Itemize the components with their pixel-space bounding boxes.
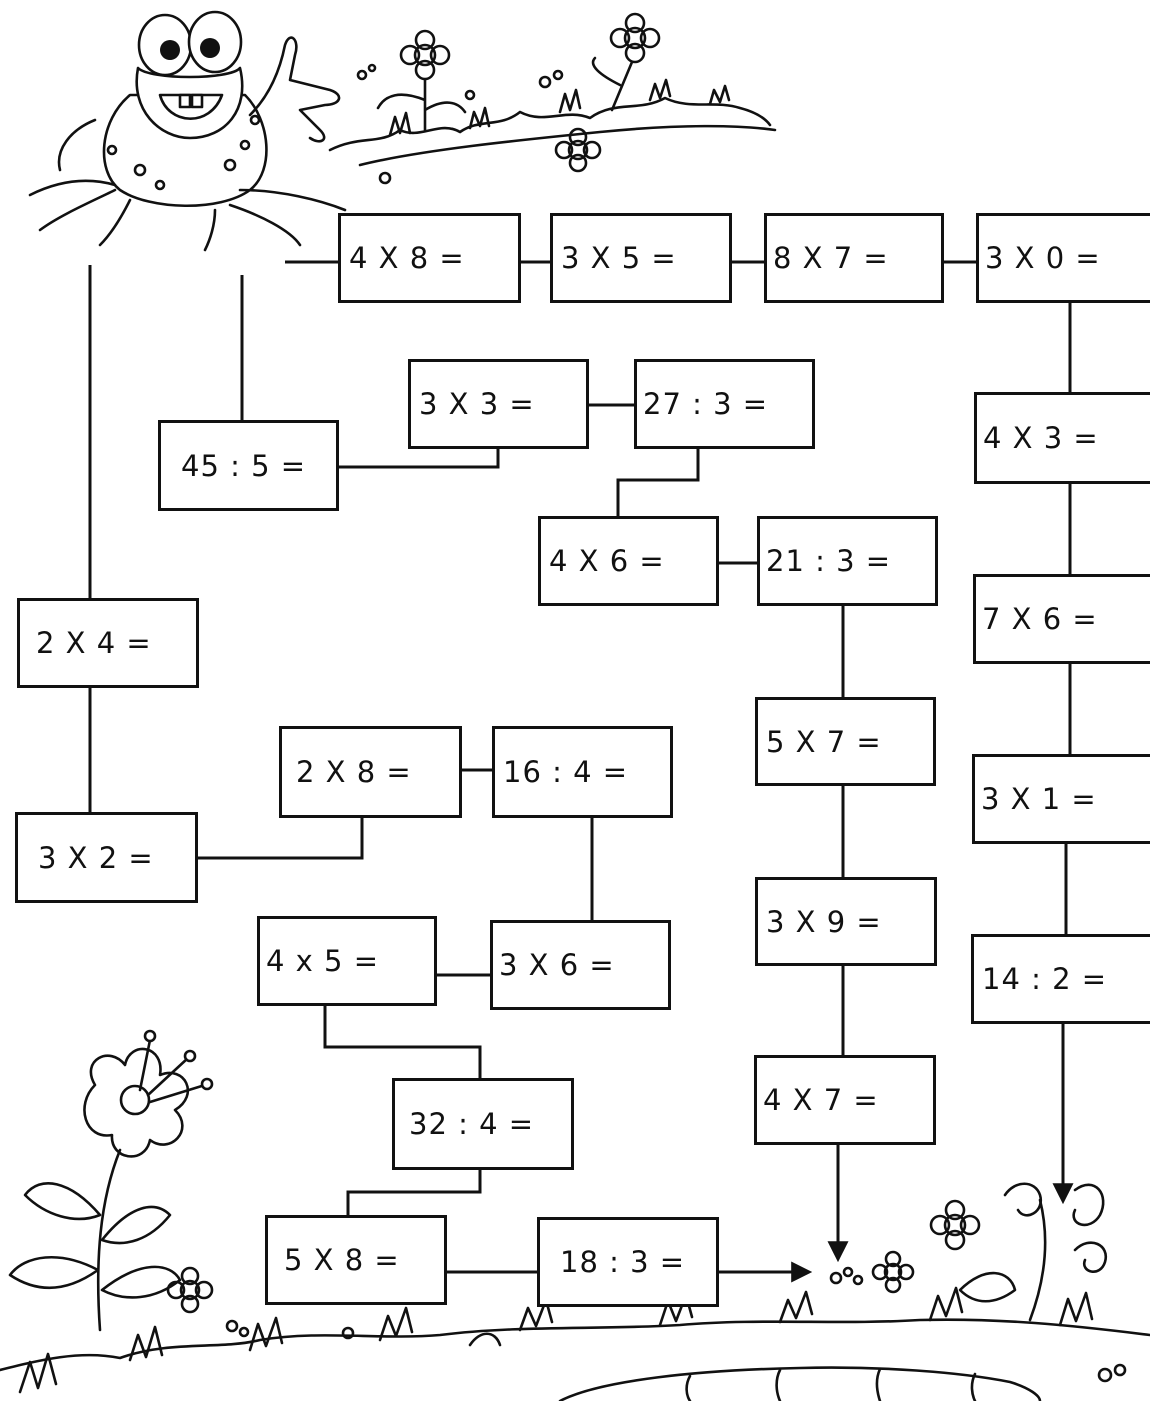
problem-box: 3 X 9 = xyxy=(755,877,937,966)
problem-box: 4 X 8 = xyxy=(338,213,521,303)
problem-box: 5 X 8 = xyxy=(265,1215,447,1305)
problem-box: 4 X 3 = xyxy=(974,392,1150,484)
problem-text: 3 X 1 = xyxy=(981,782,1097,816)
problem-text: 27 : 3 = xyxy=(643,387,768,421)
problem-box: 16 : 4 = xyxy=(492,726,673,818)
problem-box: 4 X 7 = xyxy=(754,1055,936,1145)
problem-box: 3 X 5 = xyxy=(550,213,732,303)
problem-text: 7 X 6 = xyxy=(982,602,1098,636)
problem-box: 3 X 0 = xyxy=(976,213,1150,303)
problem-box: 4 x 5 = xyxy=(257,916,437,1006)
problem-text: 3 X 5 = xyxy=(561,241,677,275)
problem-box: 7 X 6 = xyxy=(973,574,1150,664)
problem-text: 2 X 8 = xyxy=(296,755,412,789)
problem-text: 2 X 4 = xyxy=(36,626,152,660)
problem-text: 4 x 5 = xyxy=(266,944,379,978)
problem-box: 5 X 7 = xyxy=(755,697,936,786)
problem-box: 3 X 1 = xyxy=(972,754,1150,844)
problem-box: 18 : 3 = xyxy=(537,1217,719,1307)
problem-text: 3 X 9 = xyxy=(766,905,882,939)
problem-box: 21 : 3 = xyxy=(757,516,938,606)
problem-text: 5 X 7 = xyxy=(766,725,882,759)
problem-box: 27 : 3 = xyxy=(634,359,815,449)
problem-text: 4 X 8 = xyxy=(349,241,465,275)
problem-text: 3 X 6 = xyxy=(499,948,615,982)
problem-text: 4 X 3 = xyxy=(983,421,1099,455)
problem-box: 3 X 3 = xyxy=(408,359,589,449)
problem-text: 14 : 2 = xyxy=(982,962,1107,996)
problem-text: 45 : 5 = xyxy=(181,449,306,483)
problem-box: 45 : 5 = xyxy=(158,420,339,511)
flower-icon xyxy=(358,14,659,183)
flower-icon xyxy=(10,1031,212,1330)
problem-text: 21 : 3 = xyxy=(766,544,891,578)
flower-icon xyxy=(831,1184,1106,1320)
frog-icon xyxy=(30,12,345,250)
problem-box: 8 X 7 = xyxy=(764,213,944,303)
grass-icon xyxy=(330,80,775,165)
problem-text: 3 X 0 = xyxy=(985,241,1101,275)
log-icon xyxy=(470,1334,1040,1401)
problem-box: 3 X 2 = xyxy=(15,812,198,903)
problem-text: 32 : 4 = xyxy=(409,1107,534,1141)
problem-text: 18 : 3 = xyxy=(560,1245,685,1279)
problem-box: 2 X 4 = xyxy=(17,598,199,688)
problem-text: 16 : 4 = xyxy=(503,755,628,789)
problem-text: 4 X 6 = xyxy=(549,544,665,578)
problem-text: 8 X 7 = xyxy=(773,241,889,275)
problem-text: 3 X 2 = xyxy=(38,841,154,875)
problem-text: 5 X 8 = xyxy=(284,1243,400,1277)
problem-text: 4 X 7 = xyxy=(763,1083,879,1117)
problem-text: 3 X 3 = xyxy=(419,387,535,421)
problem-box: 32 : 4 = xyxy=(392,1078,574,1170)
problem-box: 2 X 8 = xyxy=(279,726,462,818)
problem-box: 3 X 6 = xyxy=(490,920,671,1010)
problem-box: 14 : 2 = xyxy=(971,934,1150,1024)
problem-box: 4 X 6 = xyxy=(538,516,719,606)
